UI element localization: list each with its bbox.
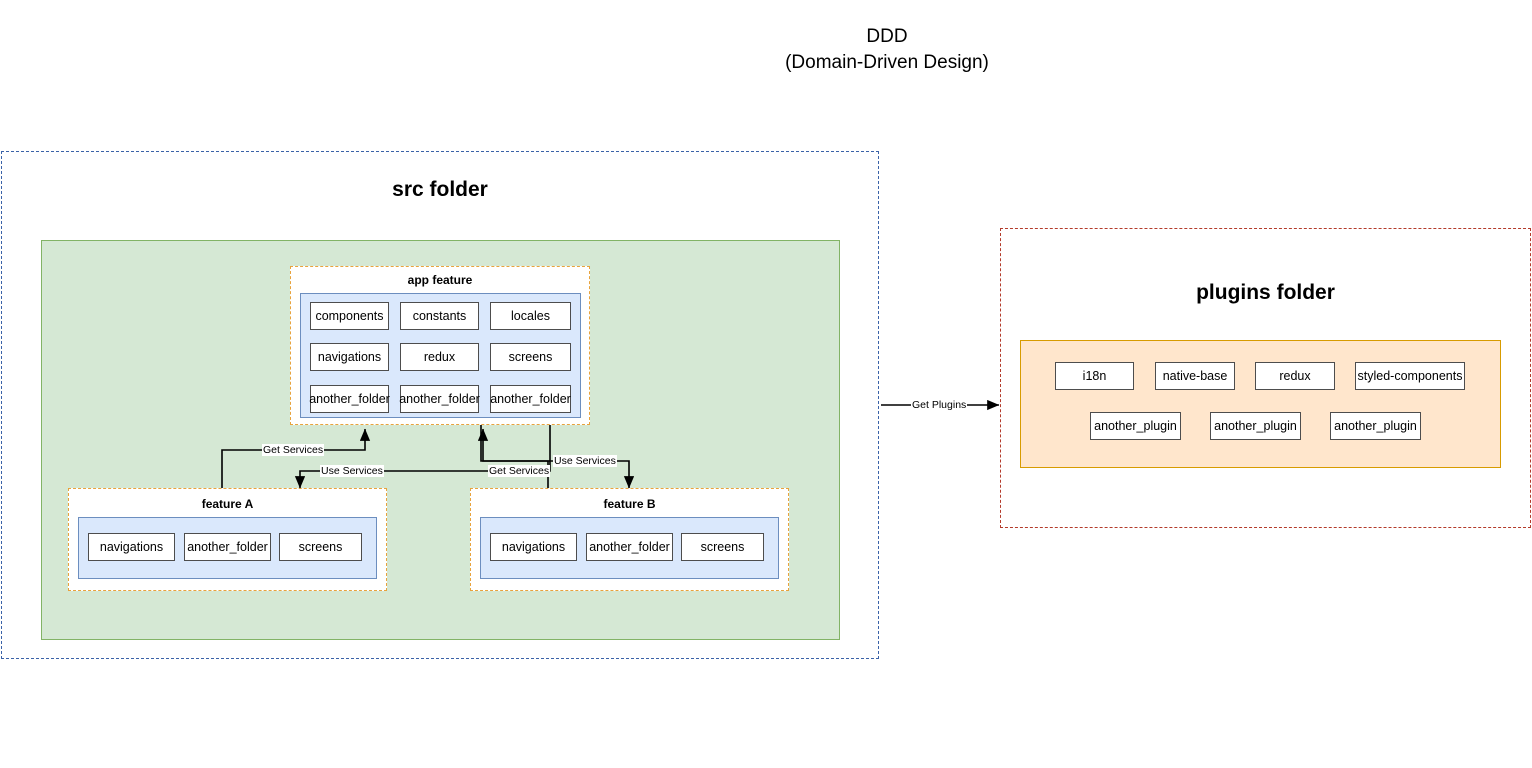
edge-label-a-use-services: Use Services [320, 465, 384, 477]
feature-a-item[interactable]: navigations [88, 533, 175, 561]
app-feature-item[interactable]: another_folder [490, 385, 571, 413]
page-title: DDD (Domain-Driven Design) [0, 24, 1532, 76]
app-feature-item[interactable]: locales [490, 302, 571, 330]
app-feature-item[interactable]: another_folder [309, 385, 390, 413]
app-feature-item[interactable]: redux [400, 343, 479, 371]
feature-b-item[interactable]: screens [681, 533, 764, 561]
app-feature-item[interactable]: constants [400, 302, 479, 330]
app-feature-item[interactable]: components [310, 302, 389, 330]
plugin-item[interactable]: i18n [1055, 362, 1134, 390]
title-line-2: (Domain-Driven Design) [785, 52, 989, 73]
plugin-item[interactable]: redux [1255, 362, 1335, 390]
edge-label-a-get-services: Get Services [262, 444, 325, 456]
edge-label-get-plugins: Get Plugins [911, 399, 968, 411]
plugin-item[interactable]: styled-components [1355, 362, 1465, 390]
feature-a-item[interactable]: screens [279, 533, 362, 561]
plugin-item[interactable]: another_plugin [1330, 412, 1421, 440]
app-feature-item[interactable]: another_folder [399, 385, 480, 413]
plugins-folder-heading: plugins folder [1196, 281, 1335, 304]
src-folder-heading: src folder [392, 178, 488, 201]
plugins-panel [1020, 340, 1501, 468]
feature-b-item[interactable]: another_folder [586, 533, 673, 561]
feature-b-heading: feature B [603, 497, 656, 511]
title-line-1: DDD [866, 26, 908, 47]
feature-a-item[interactable]: another_folder [184, 533, 271, 561]
edge-label-b-use-services: Use Services [553, 455, 617, 467]
plugin-item[interactable]: native-base [1155, 362, 1235, 390]
feature-b-item[interactable]: navigations [490, 533, 577, 561]
app-feature-heading: app feature [407, 273, 473, 287]
app-feature-item[interactable]: navigations [310, 343, 389, 371]
plugin-item[interactable]: another_plugin [1210, 412, 1301, 440]
feature-a-heading: feature A [201, 497, 254, 511]
plugin-item[interactable]: another_plugin [1090, 412, 1181, 440]
app-feature-item[interactable]: screens [490, 343, 571, 371]
edge-label-b-get-services: Get Services [488, 465, 551, 477]
